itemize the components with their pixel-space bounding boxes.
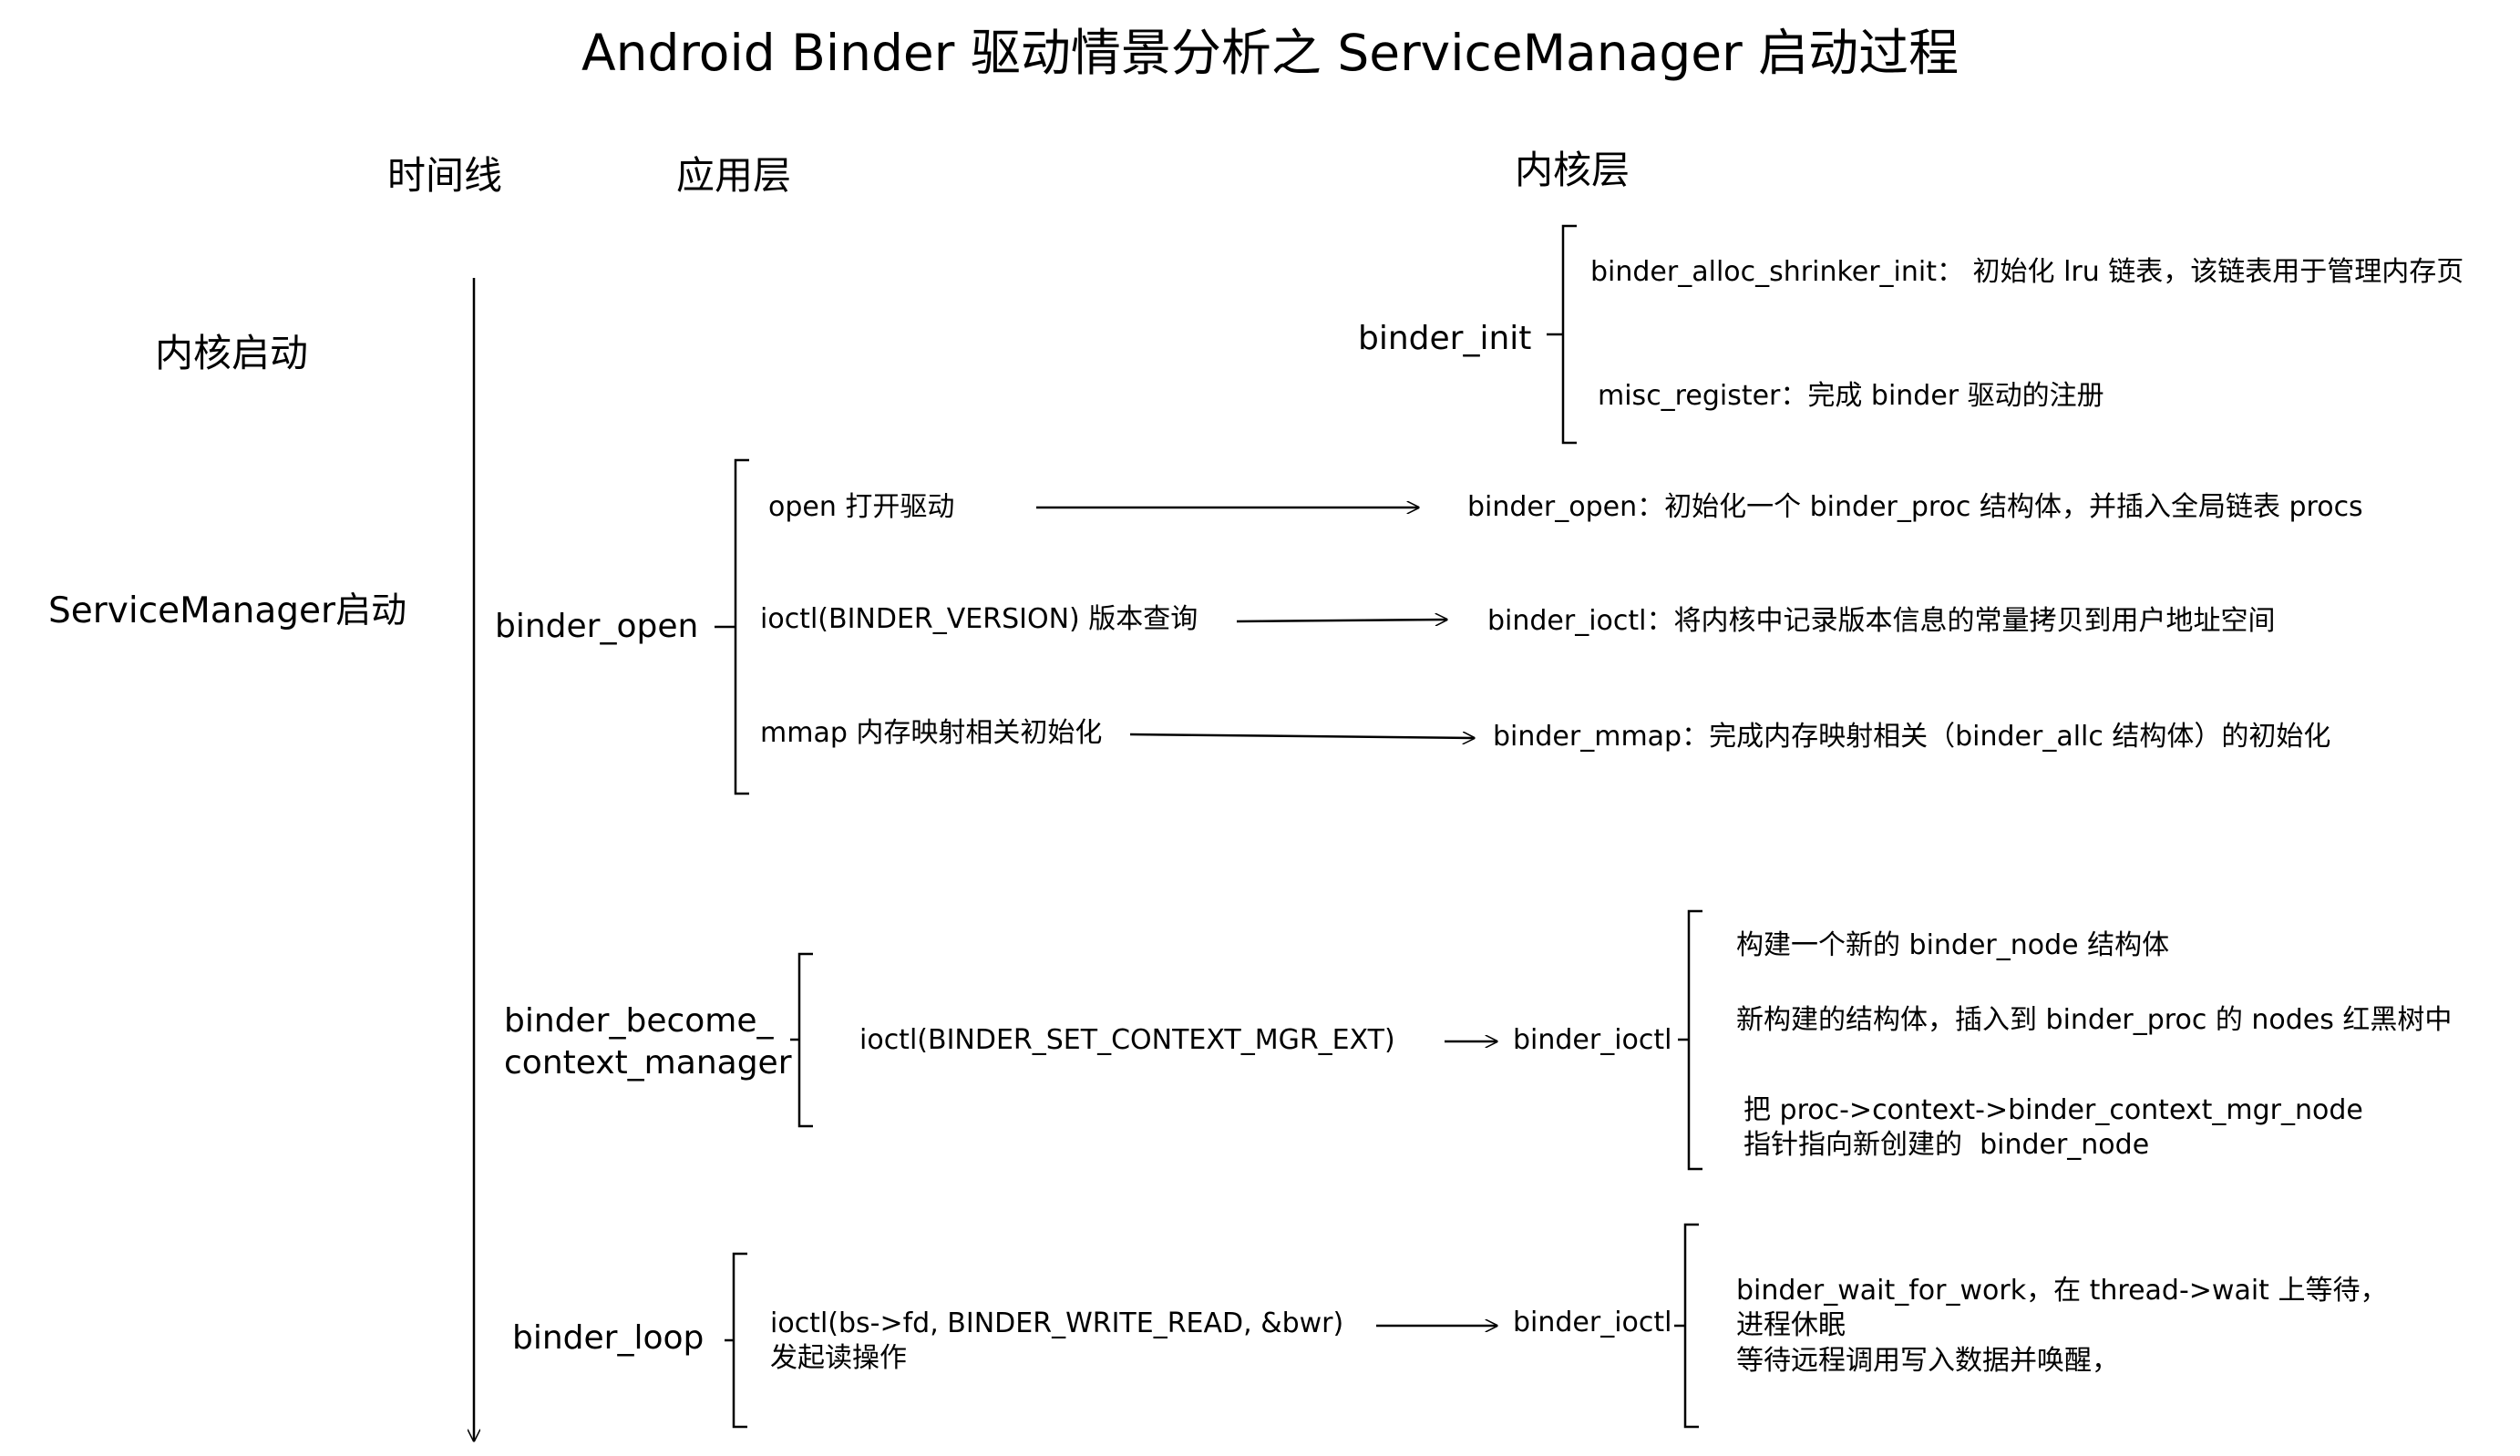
node-binder-become-context-manager: binder_become_ context_manager (504, 1002, 792, 1082)
brace-loop-details (1674, 1223, 1699, 1429)
node-binder-init: binder_init (1358, 320, 1532, 357)
brace-become-mgr (790, 952, 813, 1128)
header-app-layer: 应用层 (676, 153, 792, 198)
app-call-set-context-mgr: ioctl(BINDER_SET_CONTEXT_MGR_EXT) (859, 1024, 1395, 1056)
app-call-open: open 打开驱动 (768, 491, 955, 523)
app-call-version: ioctl(BINDER_VERSION) 版本查询 (760, 603, 1198, 635)
node-binder-loop: binder_loop (512, 1319, 705, 1357)
phase-servicemanager-boot: ServiceManager启动 (48, 590, 407, 631)
kernel-binder-mmap: binder_mmap：完成内存映射相关（binder_allc 结构体）的初始… (1493, 721, 2331, 753)
kernel-binder-ioctl-version: binder_ioctl：将内核中记录版本信息的常量拷贝到用户地址空间 (1487, 605, 2276, 637)
arrow-version (1236, 620, 1447, 621)
arrow-mmap (1129, 734, 1475, 738)
binder-init-item: binder_alloc_shrinker_init： 初始化 lru 链表，该… (1590, 256, 2464, 288)
set-mgr-detail: 构建一个新的 binder_node 结构体 (1736, 929, 2170, 961)
header-timeline: 时间线 (387, 153, 503, 198)
kernel-binder-ioctl-set-mgr: binder_ioctl (1513, 1024, 1672, 1056)
app-call-write-read: ioctl(bs->fd, BINDER_WRITE_READ, &bwr) 发… (770, 1307, 1344, 1375)
brace-set-mgr-details (1678, 909, 1702, 1171)
phase-kernel-boot: 内核启动 (155, 331, 309, 375)
node-binder-open: binder_open (495, 608, 699, 645)
kernel-binder-ioctl-loop: binder_ioctl (1513, 1307, 1672, 1338)
brace-binder-init (1547, 224, 1577, 445)
kernel-binder-open: binder_open：初始化一个 binder_proc 结构体，并插入全局链… (1467, 491, 2363, 523)
binder-init-item: misc_register：完成 binder 驱动的注册 (1598, 380, 2104, 412)
set-mgr-detail: 新构建的结构体，插入到 binder_proc 的 nodes 红黑树中 (1736, 1004, 2453, 1036)
header-kernel-layer: 内核层 (1515, 148, 1630, 192)
diagram-title: Android Binder 驱动情景分析之 ServiceManager 启动… (581, 24, 1959, 82)
app-call-mmap: mmap 内存映射相关初始化 (760, 717, 1103, 749)
brace-binder-open (715, 458, 749, 795)
set-mgr-detail: 把 proc->context->binder_context_mgr_node… (1743, 1094, 2363, 1162)
loop-detail: binder_wait_for_work，在 thread->wait 上等待，… (1736, 1275, 2388, 1377)
brace-binder-loop (725, 1252, 747, 1429)
